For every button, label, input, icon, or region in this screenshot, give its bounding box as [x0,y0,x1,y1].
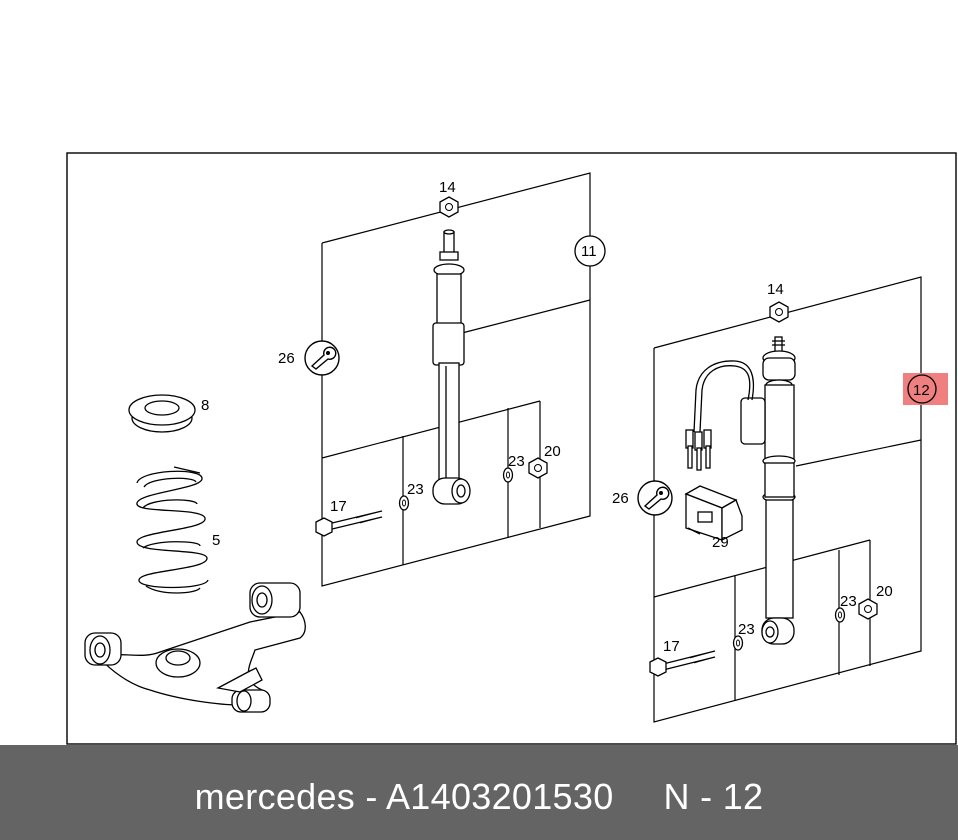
part-number-text: mercedes - A1403201530 [194,775,614,817]
callout-5: 5 [212,532,220,549]
callout-29: 29 [712,534,729,551]
callout-11: 11 [581,243,597,260]
exploded-view-drawing: 14 11 26 8 5 17 23 23 20 14 12 26 29 17 … [66,152,957,745]
shock-absorber-group-11 [321,172,591,587]
callout-23-left-a: 23 [407,481,424,498]
coil-spring-5 [136,466,209,594]
callout-14-left: 14 [439,179,456,196]
callout-20-right: 20 [876,583,893,600]
washer-23-left-b [502,467,514,483]
washer-23-left-a [398,495,410,511]
shock-absorber-right [761,336,796,645]
callout-8: 8 [201,397,209,414]
callout-23-left-b: 23 [508,453,525,470]
shock-absorber-group-12 [653,276,922,723]
nut-14-left [439,196,459,218]
bolt-17-right [649,650,716,677]
wrench-icon-left [304,340,340,376]
callout-26-left: 26 [278,350,295,367]
callout-17-left: 17 [330,498,347,515]
sensor-wire-harness [685,360,766,471]
callout-highlight-12 [903,373,948,405]
callout-26-right: 26 [612,490,629,507]
diagram-page-code: N - 12 [663,775,764,817]
callout-12: 12 [913,382,930,399]
callout-20-left: 20 [544,443,561,460]
bracket-29 [684,485,743,542]
callout-14-right: 14 [767,281,784,298]
wrench-icon-right [637,480,673,516]
diagram-frame [66,152,957,745]
callout-circle-11 [574,235,606,267]
callout-23-right-a: 23 [738,621,755,638]
bolt-17-left [315,510,383,537]
callout-23-right-b: 23 [840,593,857,610]
callout-circle-12 [907,374,937,404]
nut-14-right [769,301,789,323]
shock-absorber-left [432,229,471,505]
part-number-footer: mercedes - A1403201530 N - 12 [0,745,958,840]
nut-20-left [528,457,548,479]
parts-diagram: 14 11 26 8 5 17 23 23 20 14 12 26 29 17 … [66,152,957,745]
spring-seat-8 [128,394,196,433]
callout-17-right: 17 [663,638,680,655]
nut-20-right [858,598,878,620]
washer-23-right-a [732,635,744,651]
washer-23-right-b [834,607,846,623]
control-arm [84,582,306,713]
